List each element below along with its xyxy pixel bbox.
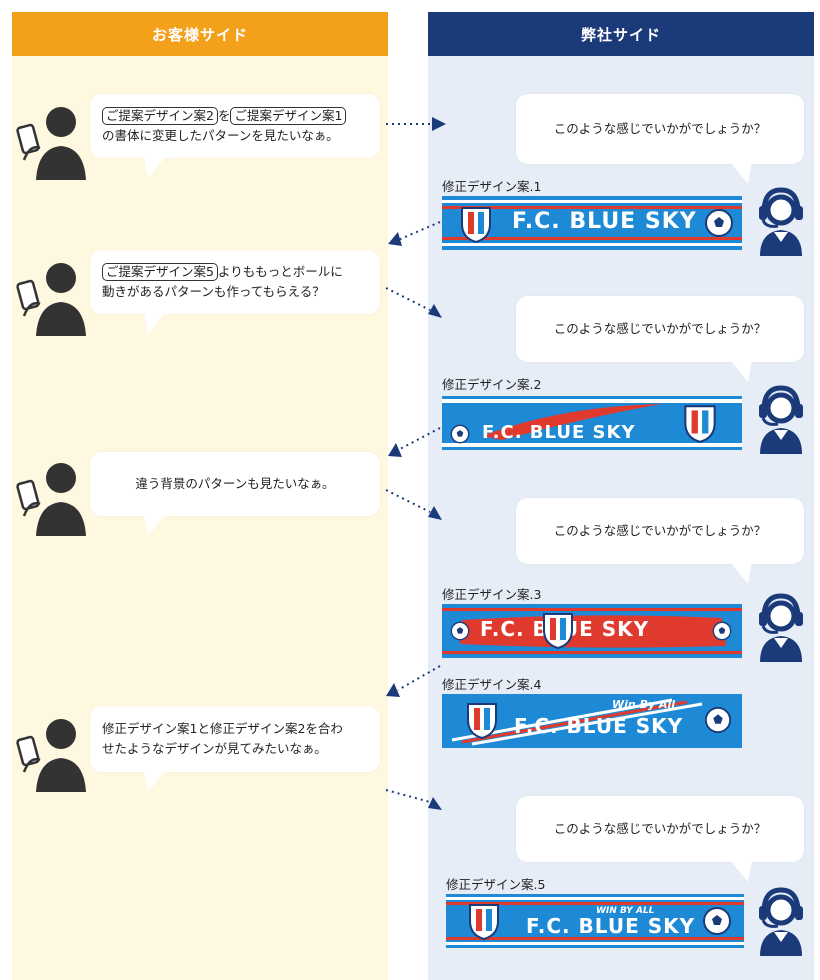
bubble-text: このような感じでいかがでしょうか？ bbox=[553, 321, 767, 336]
bubble-text: の書体に変更したパターンを見たいなぁ。 bbox=[102, 128, 339, 143]
company-bubble-3: このような感じでいかがでしょうか？ bbox=[516, 498, 804, 564]
design-label-1: 修正デザイン案.1 bbox=[442, 179, 542, 194]
bubble-text: 修正デザイン案1と修正デザイン案2を合わ bbox=[102, 721, 343, 736]
customer-person-icon bbox=[16, 263, 86, 336]
arrow-head-1 bbox=[432, 117, 446, 131]
club-crest-icon bbox=[467, 703, 497, 740]
banner-club-name: F.C. BLUE SKY bbox=[526, 914, 696, 938]
design-banner-3: F.C. BLUE SKY bbox=[442, 604, 742, 658]
staff-headset-icon bbox=[759, 593, 803, 662]
arrow-head-5 bbox=[428, 506, 442, 520]
bubble-text: を bbox=[217, 108, 231, 123]
design-label-2: 修正デザイン案.2 bbox=[442, 377, 542, 392]
customer-person-icon bbox=[16, 719, 86, 792]
design-banner-2: F.C. BLUE SKY bbox=[442, 396, 742, 450]
company-bubble-4: このような感じでいかがでしょうか？ bbox=[516, 796, 804, 862]
company-bubble-2: このような感じでいかがでしょうか？ bbox=[516, 296, 804, 362]
company-bubble-1: このような感じでいかがでしょうか？ bbox=[516, 94, 804, 164]
customer-bubble-4: 修正デザイン案1と修正デザイン案2を合わ せたようなデザインが見てみたいなぁ。 bbox=[90, 706, 380, 772]
bubble-text: このような感じでいかがでしょうか？ bbox=[553, 821, 767, 836]
arrow-head-7 bbox=[428, 797, 442, 810]
arrow-head-3 bbox=[428, 304, 442, 318]
soccer-ball-icon bbox=[705, 209, 733, 237]
staff-headset-icon bbox=[759, 887, 803, 956]
club-crest-icon bbox=[543, 613, 573, 650]
company-header: 弊社サイド bbox=[428, 12, 814, 56]
design-label-3: 修正デザイン案.3 bbox=[442, 587, 542, 602]
banner-club-name: F.C. BLUE SKY bbox=[514, 714, 684, 738]
arrow-head-2 bbox=[388, 232, 402, 246]
banner-slogan: WIN BY ALL bbox=[596, 906, 655, 916]
soccer-ball-icon bbox=[704, 706, 732, 734]
customer-person-icon bbox=[16, 463, 86, 536]
design-label-4: 修正デザイン案.4 bbox=[442, 677, 542, 692]
bubble-text: 違う背景のパターンも見たいなぁ。 bbox=[135, 476, 335, 491]
design-tag: ご提案デザイン案1 bbox=[230, 107, 347, 126]
bubble-text: 動きがあるパターンも作ってもらえる？ bbox=[102, 284, 325, 299]
soccer-ball-icon bbox=[450, 621, 470, 641]
design-tag: ご提案デザイン案2 bbox=[102, 107, 218, 126]
club-crest-icon bbox=[684, 405, 716, 443]
club-crest-icon bbox=[469, 904, 499, 941]
banner-club-name: F.C. BLUE SKY bbox=[512, 209, 697, 234]
soccer-ball-icon bbox=[450, 424, 470, 444]
bubble-text: このような感じでいかがでしょうか？ bbox=[553, 121, 767, 136]
design-label-5: 修正デザイン案.5 bbox=[446, 877, 546, 892]
soccer-ball-icon bbox=[703, 907, 731, 935]
customer-header: お客様サイド bbox=[12, 12, 388, 56]
design-banner-4: Win By All F.C. BLUE SKY bbox=[442, 694, 742, 748]
customer-bubble-3: 違う背景のパターンも見たいなぁ。 bbox=[90, 452, 380, 516]
soccer-ball-icon bbox=[712, 621, 732, 641]
customer-person-icon bbox=[16, 107, 86, 180]
arrow-head-6 bbox=[386, 683, 400, 697]
arrow-head-4 bbox=[388, 443, 402, 457]
staff-headset-icon bbox=[759, 187, 803, 256]
club-crest-icon bbox=[461, 207, 491, 244]
banner-club-name: F.C. BLUE SKY bbox=[482, 422, 636, 443]
design-tag: ご提案デザイン案5 bbox=[102, 263, 218, 282]
design-banner-1: F.C. BLUE SKY bbox=[442, 196, 742, 250]
banner-slogan: Win By All bbox=[612, 698, 676, 711]
bubble-text: よりももっとボールに bbox=[217, 264, 343, 279]
bubble-text: このような感じでいかがでしょうか？ bbox=[553, 523, 767, 538]
bubble-text: せたようなデザインが見てみたいなぁ。 bbox=[102, 741, 327, 756]
staff-headset-icon bbox=[759, 385, 803, 454]
design-banner-5: WIN BY ALL F.C. BLUE SKY bbox=[446, 894, 744, 948]
